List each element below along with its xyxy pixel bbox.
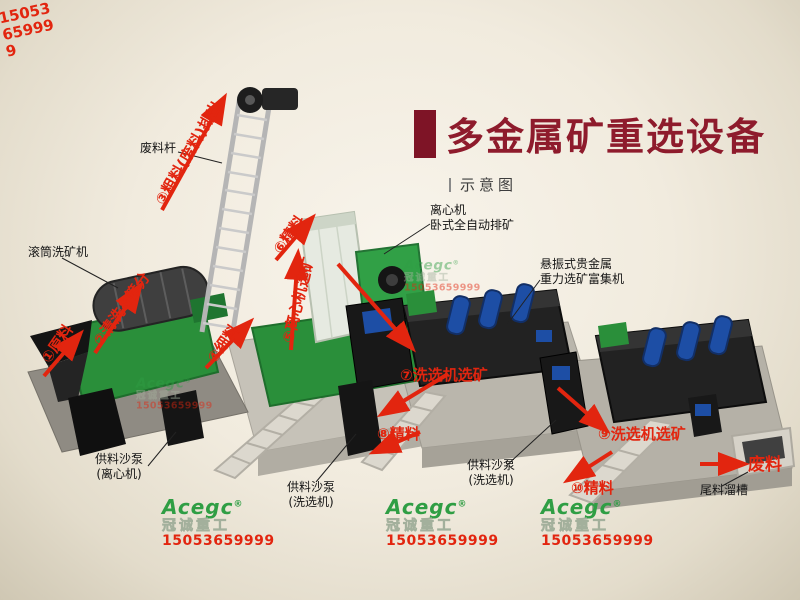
label-drum-washer: 滚筒洗矿机 bbox=[28, 245, 88, 260]
registered-mark: ® bbox=[184, 377, 192, 385]
watermark-faint: Acegc® 冠诚重工 15053659999 bbox=[136, 374, 213, 412]
watermark-company: 冠诚重工 bbox=[136, 390, 183, 401]
label-text: 废料杆 bbox=[140, 141, 177, 155]
brand-logo: Acegc® bbox=[386, 495, 499, 519]
watermark-company: 冠诚重工 bbox=[162, 517, 230, 534]
label-gravity-concentrator: 悬振式贵金属 重力选矿富集机 bbox=[540, 257, 624, 287]
watermark: Acegc® 冠诚重工 15053659999 bbox=[541, 495, 654, 549]
watermark-phone: 15053659999 bbox=[541, 532, 654, 549]
subtitle: 示意图 bbox=[449, 174, 517, 195]
watermark-company: 冠诚重工 bbox=[404, 272, 451, 283]
label-text: (洗选机) bbox=[288, 495, 334, 509]
flow-label-9-washer-selection: ⑨洗选机选矿 bbox=[598, 425, 686, 443]
label-text: 尾料溜槽 bbox=[700, 483, 749, 497]
label-text: 重力选矿富集机 bbox=[540, 272, 625, 286]
label-text: 卧式全自动排矿 bbox=[430, 218, 515, 232]
label-waste-rod: 废料杆 bbox=[140, 141, 176, 156]
brand-name: Acegc bbox=[386, 495, 458, 519]
label-text: (洗选机) bbox=[468, 473, 514, 487]
flow-label-waste: 废料 bbox=[748, 455, 782, 475]
label-text: 供料沙泵 bbox=[95, 452, 144, 466]
brand-logo: Acegc® bbox=[404, 256, 481, 273]
label-text: 滚筒洗矿机 bbox=[28, 245, 89, 259]
label-text: (离心机) bbox=[96, 467, 142, 481]
registered-mark: ® bbox=[612, 499, 623, 510]
brand-name: Acegc bbox=[404, 256, 453, 273]
label-centrifuge: 离心机 卧式全自动排矿 bbox=[430, 203, 514, 233]
brand-name: Acegc bbox=[162, 495, 234, 519]
label-text: 离心机 bbox=[430, 203, 467, 217]
watermark: Acegc® 冠诚重工 15053659999 bbox=[162, 495, 275, 549]
washer-machine-1-illustration bbox=[402, 283, 574, 388]
title-accent-square bbox=[414, 110, 436, 158]
flow-label-8-concentrate: ⑧精料 bbox=[377, 425, 420, 443]
bucket-elevator-illustration bbox=[199, 87, 298, 338]
flow-arrows bbox=[42, 92, 750, 484]
flow-label-10-concentrate: ⑩精料 bbox=[571, 479, 614, 497]
label-feed-pump-washer-2: 供料沙泵 (洗选机) bbox=[467, 458, 515, 488]
registered-mark: ® bbox=[233, 499, 244, 510]
page-title: 多金属矿重选设备 bbox=[446, 115, 767, 159]
watermark-phone: 15053659999 bbox=[404, 282, 481, 294]
brand-name: Acegc bbox=[136, 374, 185, 391]
watermark-company: 冠诚重工 bbox=[386, 517, 454, 534]
brand-name: Acegc bbox=[541, 495, 613, 519]
washer-machine-2-illustration bbox=[594, 315, 768, 437]
label-text: 悬振式贵金属 bbox=[540, 257, 613, 271]
subtitle-text: 示意图 bbox=[460, 176, 518, 194]
watermark-faint: Acegc® 冠诚重工 15053659999 bbox=[404, 256, 481, 294]
registered-mark: ® bbox=[452, 259, 460, 267]
tailings-chute-illustration bbox=[730, 426, 796, 478]
label-feed-pump-centrifuge: 供料沙泵 (离心机) bbox=[95, 452, 143, 482]
label-text: 供料沙泵 bbox=[467, 458, 516, 472]
watermark-phone: 15053659999 bbox=[386, 532, 499, 549]
label-tailings-chute: 尾料溜槽 bbox=[700, 483, 748, 498]
registered-mark: ® bbox=[457, 499, 468, 510]
brand-logo: Acegc® bbox=[541, 495, 654, 519]
subtitle-bar bbox=[449, 178, 451, 192]
watermark-company: 冠诚重工 bbox=[541, 517, 609, 534]
brand-logo: Acegc® bbox=[136, 374, 213, 391]
label-text: 供料沙泵 bbox=[287, 480, 336, 494]
watermark-phone: 15053659999 bbox=[136, 400, 213, 412]
brand-logo: Acegc® bbox=[162, 495, 275, 519]
label-feed-pump-washer-1: 供料沙泵 (洗选机) bbox=[287, 480, 335, 510]
flow-label-7-washer-selection: ⑦洗选机选矿 bbox=[400, 366, 488, 384]
watermark-phone: 15053659999 bbox=[162, 532, 275, 549]
watermark: Acegc® 冠诚重工 15053659999 bbox=[386, 495, 499, 549]
label-leader-lines bbox=[61, 151, 749, 487]
